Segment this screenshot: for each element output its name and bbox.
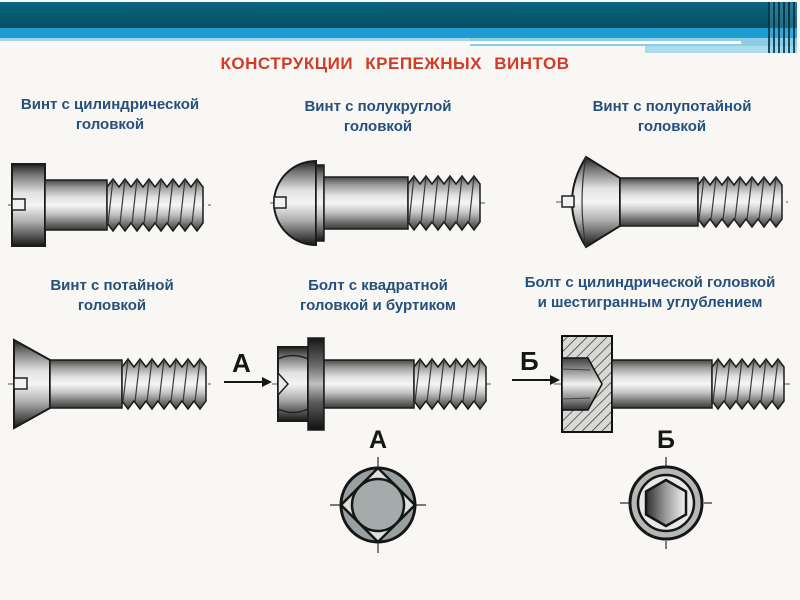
header-light-band-step [645, 46, 797, 53]
screwdriver-slot [273, 196, 287, 209]
thread-flanks [698, 176, 777, 221]
shank [611, 359, 713, 409]
thread [711, 357, 785, 411]
shank [49, 359, 123, 409]
screwdriver-slot [13, 377, 28, 390]
cheese-head-screw-drawing [8, 163, 214, 247]
header-dark-band [0, 2, 797, 28]
thread [106, 177, 204, 233]
square-head-bolt-drawing [272, 337, 492, 431]
head-corner-facet [277, 371, 290, 397]
screwdriver-slot [11, 198, 26, 211]
header-white-stripe [470, 41, 741, 44]
shank [619, 177, 699, 227]
head-contour [581, 156, 587, 248]
view-letter-a: А [232, 348, 251, 378]
header-light-strip-left [0, 38, 473, 41]
head-neck [315, 164, 325, 242]
view-letter-b: Б [520, 346, 539, 376]
shank [323, 359, 415, 409]
screw-head [571, 155, 621, 249]
shank [323, 176, 409, 230]
view-arrow-a: А [224, 348, 272, 387]
slide-title: КОНСТРУКЦИИ КРЕПЕЖНЫХ ВИНТОВ [220, 54, 570, 73]
socket-head-bolt-drawing [554, 335, 790, 433]
collar [307, 337, 325, 431]
thread-flanks [414, 358, 481, 403]
shank-circle [350, 477, 406, 533]
thread-flanks [107, 178, 198, 225]
arrow-head [262, 377, 272, 387]
head-chamfer-arcs [277, 354, 309, 414]
oval-head-screw-drawing [556, 155, 788, 249]
round-head-screw-drawing [270, 159, 485, 247]
thread-flanks [408, 175, 475, 224]
countersunk-screw-drawing [8, 338, 214, 430]
thread [413, 357, 487, 411]
arrow-head [550, 375, 560, 385]
thread-flanks [712, 358, 779, 403]
shank [44, 179, 108, 231]
hex-socket-outline [644, 478, 688, 528]
end-view-b-label: Б [657, 426, 675, 454]
thread [407, 174, 481, 232]
socket-face-edges [561, 368, 591, 400]
header-blue-band [0, 28, 797, 38]
thread-flanks [122, 358, 201, 403]
view-arrow-b: Б [512, 346, 560, 385]
end-view-a-drawing [330, 457, 426, 553]
end-view-b-drawing [620, 457, 712, 549]
hex-socket-cavity [561, 357, 603, 411]
end-view-a-label: А [368, 426, 388, 454]
screwdriver-slot [561, 195, 575, 208]
header-barcode-accent [768, 2, 797, 53]
